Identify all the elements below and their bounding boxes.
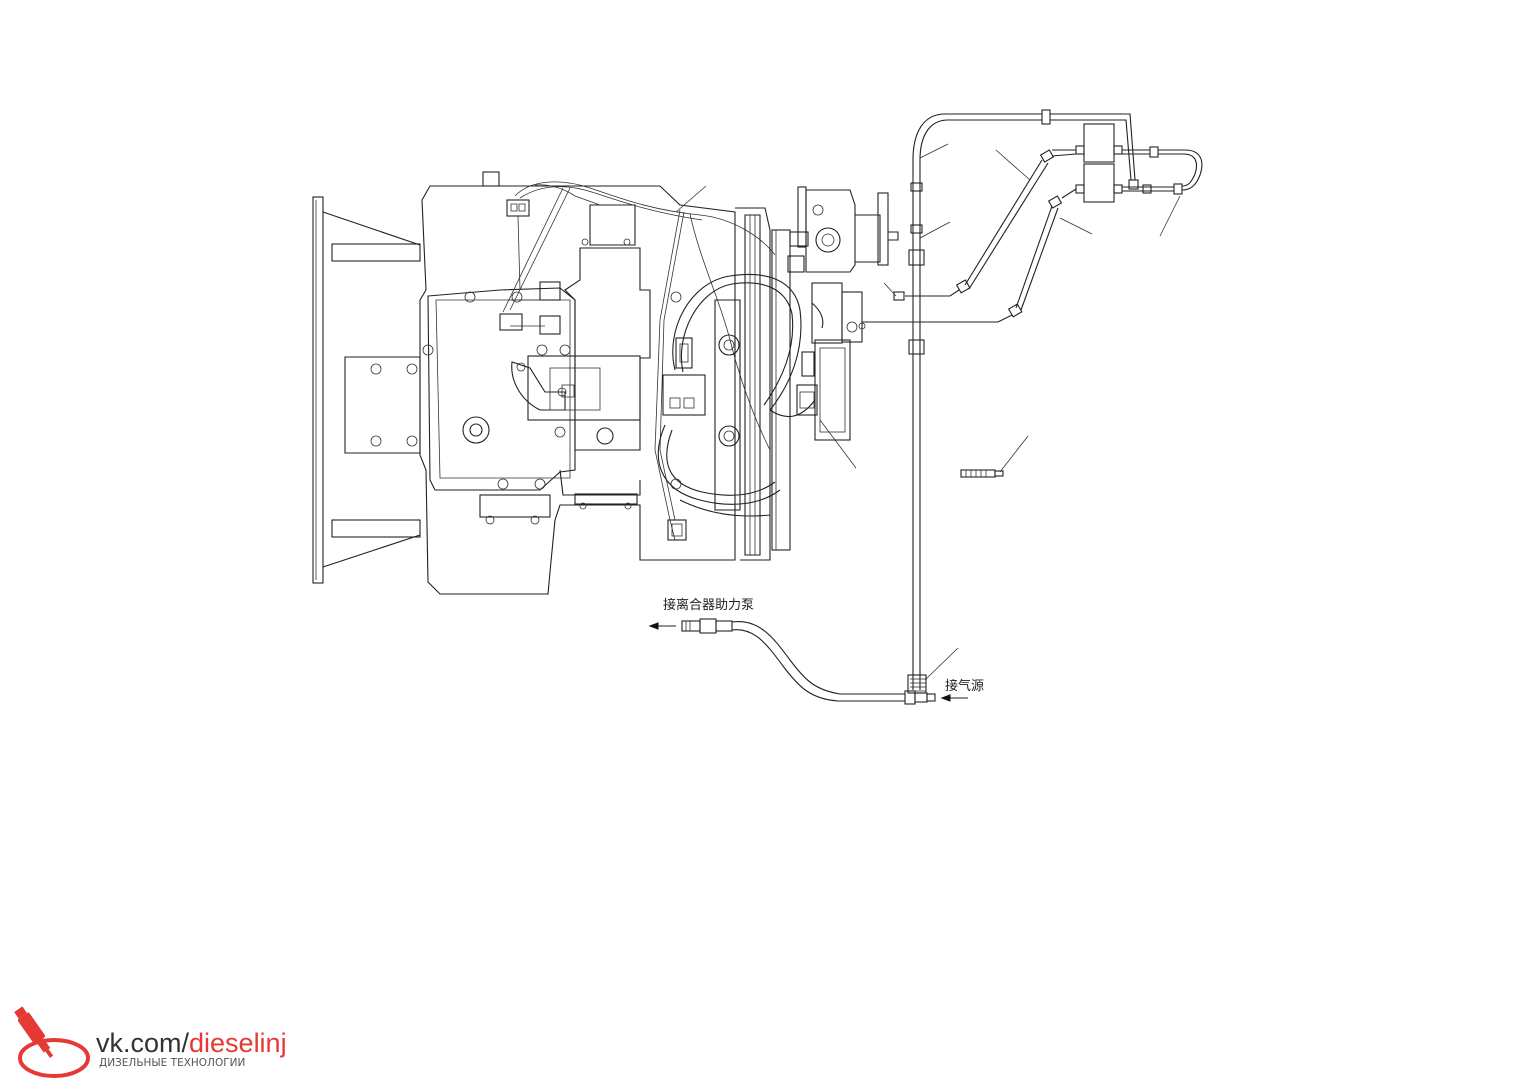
watermark-url[interactable]: vk.com/dieselinj <box>96 1028 287 1058</box>
shift-control-housing <box>511 204 651 510</box>
gearbox-body <box>419 171 736 595</box>
leader-lines <box>675 143 1181 681</box>
air-source-label: 接气源 <box>945 678 984 694</box>
clutch-pump-label: 接离合器助力泵 <box>663 597 754 613</box>
bell-housing <box>312 196 421 584</box>
watermark-url-prefix: vk.com/ <box>96 1028 190 1058</box>
valve-block <box>662 291 706 541</box>
curved-hoses <box>657 273 816 517</box>
clutch-booster-hose <box>648 618 968 705</box>
solenoid-connectors <box>499 184 601 335</box>
watermark-url-accent: dieselinj <box>189 1028 287 1058</box>
spare-fitting <box>960 469 1004 478</box>
branch-pipes <box>862 149 1077 323</box>
rear-housing <box>714 207 791 561</box>
watermark: vk.com/dieselinj ДИЗЕЛЬНЫЕ ТЕХНОЛОГИИ <box>14 1000 314 1080</box>
pump-assembly <box>787 186 899 441</box>
injector-logo-icon <box>14 1006 90 1078</box>
watermark-subtitle: ДИЗЕЛЬНЫЕ ТЕХНОЛОГИИ <box>99 1057 246 1069</box>
solenoid-valve-pair <box>1075 123 1203 203</box>
main-air-line <box>907 109 1139 694</box>
